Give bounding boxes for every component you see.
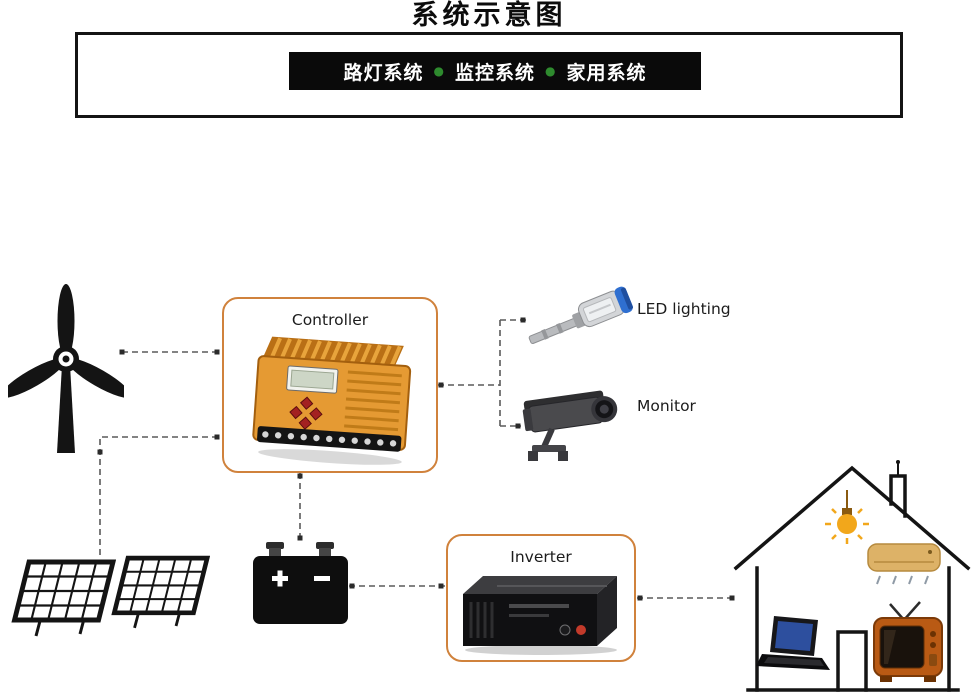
connector-controller-loads <box>438 319 526 427</box>
subtitle-bar: 路灯系统 ● 监控系统 ● 家用系统 <box>289 52 701 90</box>
charge-controller-icon <box>252 336 412 465</box>
wind-turbine-icon <box>8 283 124 455</box>
page-title: 系统示意图 <box>411 0 567 31</box>
tv-icon <box>873 601 943 682</box>
connector-nodes <box>97 317 735 601</box>
cctv-camera-icon <box>518 383 623 465</box>
inverter-icon <box>463 576 617 655</box>
led-street-light-icon <box>523 272 635 352</box>
solar-panel-icon <box>10 556 116 642</box>
inverter-label: Inverter <box>510 548 572 566</box>
light-bulb-icon <box>825 490 869 544</box>
battery-icon <box>252 540 350 628</box>
subtitle-item-home: 家用系统 <box>566 61 647 84</box>
air-conditioner-icon <box>867 543 941 585</box>
inverter-box: Inverter <box>446 534 636 662</box>
solar-panel-icon <box>110 552 210 634</box>
house-icon <box>728 458 973 695</box>
bullet-icon: ● <box>433 64 445 78</box>
subtitle-item-streetlight: 路灯系统 <box>343 61 424 84</box>
bullet-icon: ● <box>545 64 557 78</box>
title-box <box>75 32 903 118</box>
led-lighting-label: LED lighting <box>637 300 731 318</box>
controller-box: Controller <box>222 297 438 473</box>
subtitle-item-monitoring: 监控系统 <box>454 61 535 84</box>
house-outline <box>733 462 971 692</box>
controller-label: Controller <box>291 311 369 329</box>
laptop-icon <box>756 616 830 670</box>
monitor-label: Monitor <box>637 397 696 415</box>
